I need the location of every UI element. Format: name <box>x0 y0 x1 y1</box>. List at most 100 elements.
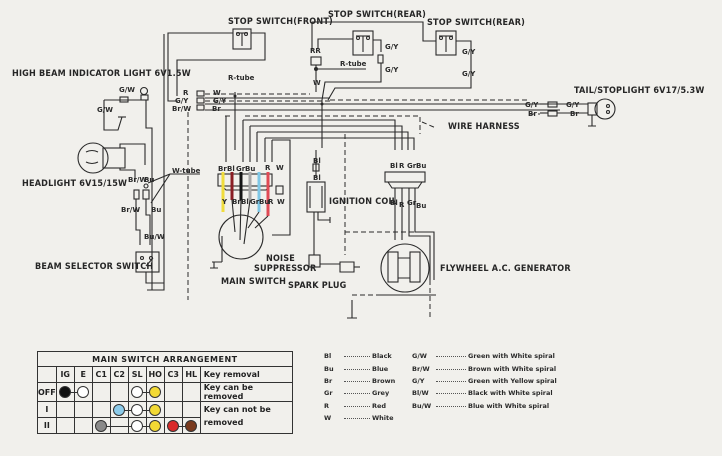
key-note: Key can not be <box>199 401 293 418</box>
tail-stoplight <box>540 98 616 127</box>
wire-label-bl-gen: Bl <box>390 199 398 207</box>
table-row-off: OFF Key can be removed <box>37 382 293 402</box>
wire-label-r-tube-front: R-tube <box>228 74 255 82</box>
wire-label-br-ms: Br <box>232 198 241 206</box>
beam-selector-switch <box>135 251 164 284</box>
main-switch-arrangement-table: MAIN SWITCH ARRANGEMENT IG E C1 C2 SL HO… <box>37 351 293 434</box>
headlight-label: HEADLIGHT 6V15/15W <box>22 179 127 189</box>
col-header: C1 <box>91 366 111 383</box>
wire-label-gy-rear-1b: G/Y <box>385 66 399 74</box>
wire-label-w-ms-top: W <box>276 164 284 172</box>
wire-label-gy-tail-2: G/Y <box>566 101 580 109</box>
ignition-coil-label: IGNITION COIL <box>329 197 397 207</box>
wire-label-gy-left: G/Y <box>175 97 189 105</box>
table-header-row: IG E C1 C2 SL HO C3 HL Key removal <box>37 366 293 383</box>
wire-label-gr-ms-top: Gr <box>236 165 246 173</box>
key-note: removed <box>199 417 293 434</box>
wire-label-bu-ms: Bu <box>259 198 269 206</box>
terminal-dot-sl <box>131 419 144 432</box>
terminal-dot-ho <box>149 419 162 432</box>
wire-label-w-tube: W-tube <box>172 167 201 175</box>
wire-label-w-right: W <box>213 89 221 97</box>
terminal-dot-sl <box>131 386 144 398</box>
terminal-dot-e <box>77 386 90 398</box>
wire-label-r: R <box>183 89 189 97</box>
position-label: I <box>37 401 57 418</box>
wire-label-br-tail-2: Br <box>570 110 579 118</box>
noise-suppressor-label-2: SUPPRESSOR <box>254 264 317 274</box>
wire-label-rr: RR <box>310 47 321 55</box>
wire-label-r-ms: R <box>268 198 274 206</box>
table-row-ii: II removed <box>37 417 293 434</box>
wire-label-brw-headlight-1: Br/W <box>128 176 147 184</box>
wire-label-w-rear: W <box>313 79 321 87</box>
terminal-dot-sl <box>131 403 144 416</box>
terminal-dot-ho <box>149 403 162 416</box>
col-header: SL <box>127 366 147 383</box>
wire-label-r-gen: R <box>399 201 405 209</box>
wire-label-brw-left: Br/W <box>172 105 191 113</box>
col-header: E <box>73 366 93 383</box>
terminal-dot-ig <box>59 386 72 398</box>
high-beam-indicator <box>103 34 165 291</box>
terminal-dot-c3 <box>167 419 180 432</box>
flywheel-ac-generator <box>345 171 436 319</box>
connection-line <box>110 425 128 427</box>
wire-harness-label: WIRE HARNESS <box>448 122 520 132</box>
wire-label-gy-rear-1a: G/Y <box>385 43 399 51</box>
wire-label-bu-ms-top: Bu <box>245 165 255 173</box>
tail-stoplight-label: TAIL/STOPLIGHT 6V17/5.3W <box>574 86 705 96</box>
flywheel-generator-label: FLYWHEEL A.C. GENERATOR <box>440 264 571 274</box>
wire-label-br-tail-1: Br <box>528 110 537 118</box>
wire-label-gr-ms: Gr <box>250 198 260 206</box>
table-title: MAIN SWITCH ARRANGEMENT <box>37 351 293 367</box>
wire-label-w-ms: W <box>277 198 285 206</box>
position-label: II <box>37 417 57 434</box>
wire-label-brw-headlight-2: Br/W <box>121 206 140 214</box>
high-beam-indicator-label: HIGH BEAM INDICATOR LIGHT 6V1.5W <box>12 69 191 79</box>
col-header: C2 <box>109 366 129 383</box>
ignition-coil <box>306 150 360 273</box>
wire-label-bl-coil-top: Bl <box>313 157 321 165</box>
wire-label-gw-1: G/W <box>119 86 135 94</box>
wire-label-gy-right: G/Y <box>213 97 227 105</box>
headlight <box>77 142 200 245</box>
key-note: Key can be removed <box>199 382 293 402</box>
note-header: Key removal <box>199 366 293 383</box>
wire-label-bu-headlight-2: Bu <box>151 206 161 214</box>
header-blank <box>37 366 57 383</box>
table-row-i: I Key can not be <box>37 401 293 418</box>
col-header: C3 <box>163 366 183 383</box>
wire-label-gy-rear-2a: G/Y <box>462 48 476 56</box>
wire-label-bl-ms: Bl <box>241 198 249 206</box>
main-switch <box>210 172 284 269</box>
terminal-dot-hl <box>185 419 198 432</box>
harness-runs <box>187 92 560 320</box>
stop-switch-rear-2 <box>311 21 472 101</box>
stop-switch-front <box>167 28 266 102</box>
wire-label-br-ms-top: Br <box>218 165 227 173</box>
wire-label-bu-gen: Bu <box>416 202 426 210</box>
position-label: OFF <box>37 382 57 402</box>
wire-label-bl-ms-top: Bl <box>227 165 235 173</box>
harness-connectors <box>196 90 205 111</box>
wire-label-r-ms-top: R <box>265 164 271 172</box>
wire-label-gr-gen-top: Gr <box>407 162 417 170</box>
spark-plug-label: SPARK PLUG <box>288 281 347 291</box>
wire-label-r-gen-top: R <box>399 162 405 170</box>
wire-label-r-tube-rear: R-tube <box>340 60 367 68</box>
main-switch-label: MAIN SWITCH <box>221 277 286 287</box>
wire-label-bu-gen-top: Bu <box>416 162 426 170</box>
terminal-dot-c1 <box>95 419 108 432</box>
